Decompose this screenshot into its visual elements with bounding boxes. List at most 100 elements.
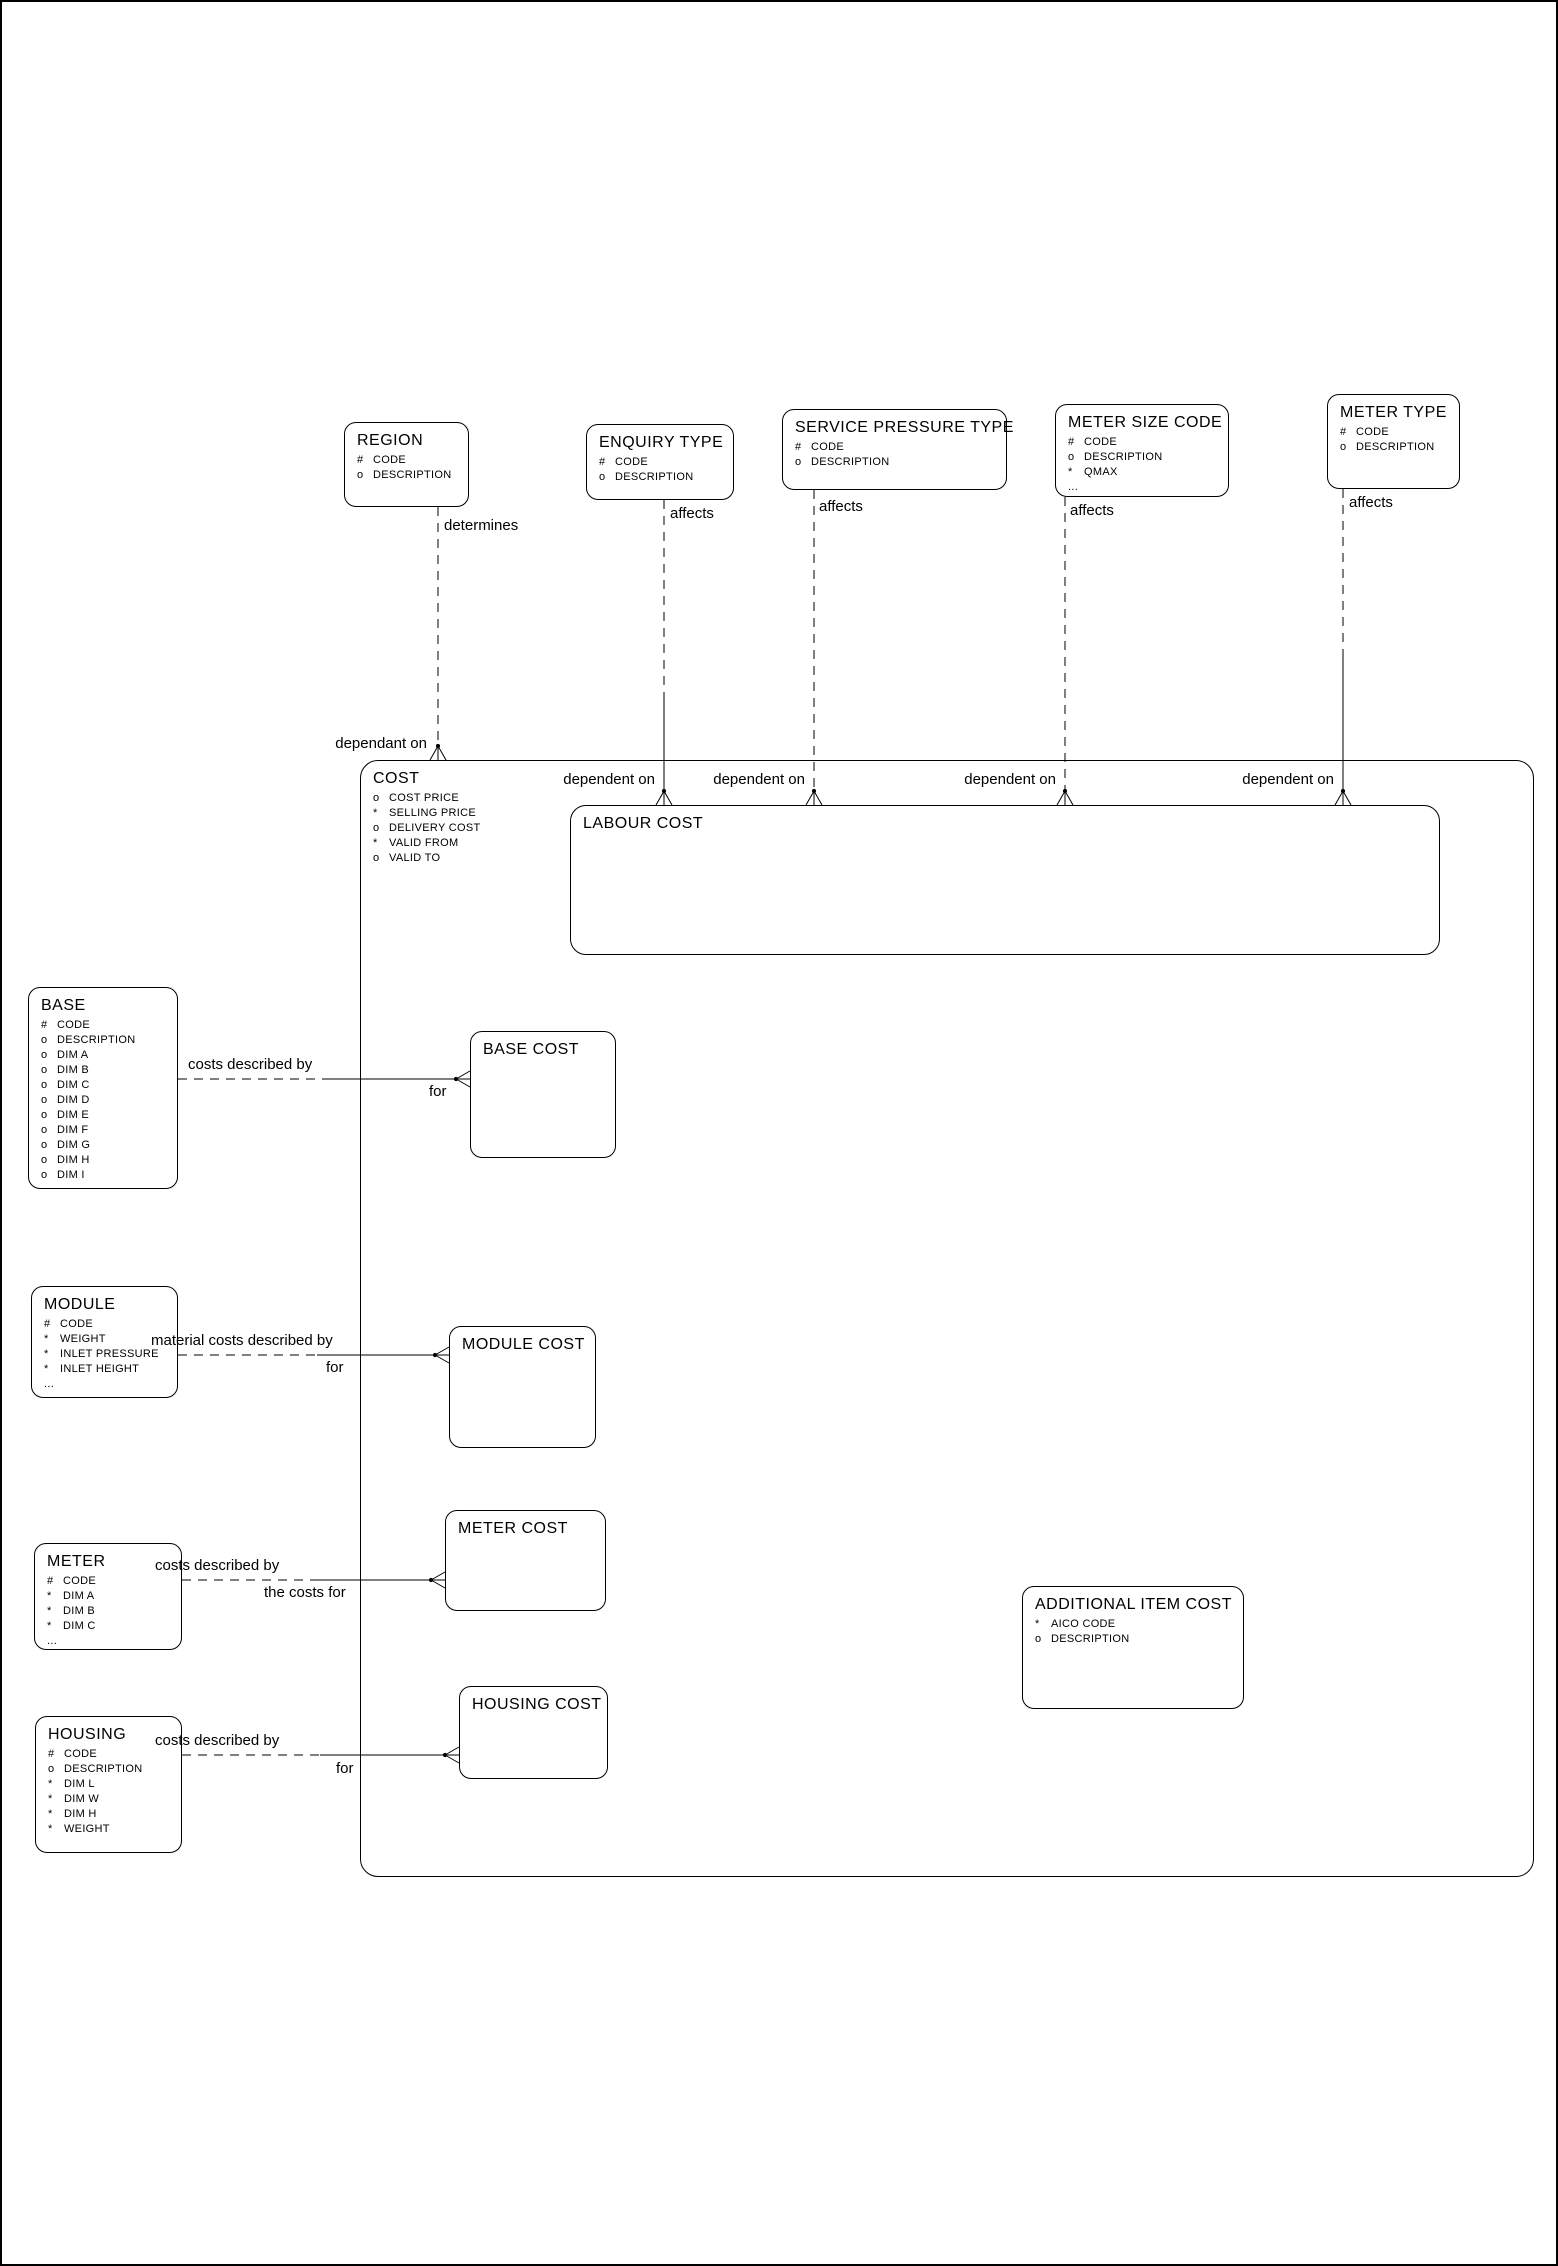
- connector-module-module-cost[interactable]: [178, 1346, 450, 1364]
- entity-attribute: #CODE: [1068, 436, 1117, 448]
- entity-title: REGION: [357, 432, 424, 449]
- entity-title: METER COST: [458, 1520, 568, 1537]
- entity-base-cost[interactable]: BASE COST: [470, 1031, 616, 1158]
- entity-meter-cost[interactable]: METER COST: [445, 1510, 606, 1611]
- entity-attribute: *DIM H: [48, 1808, 97, 1820]
- entity-title: ENQUIRY TYPE: [599, 434, 724, 451]
- label-dependent-on-meter-size-code: dependent on: [964, 771, 1056, 788]
- connector-base-base-cost[interactable]: [178, 1070, 471, 1088]
- label-affects-service-pressure-type: affects: [819, 498, 863, 515]
- entity-attribute: #CODE: [599, 456, 648, 468]
- label-the-costs-for-meter: the costs for: [264, 1584, 346, 1601]
- entity-labour-cost[interactable]: LABOUR COST: [570, 805, 1440, 955]
- entity-module[interactable]: MODULE #CODE*WEIGHT*INLET PRESSURE*INLET…: [31, 1286, 178, 1398]
- label-for-module: for: [326, 1359, 344, 1376]
- entity-attribute: *INLET HEIGHT: [44, 1363, 140, 1375]
- entity-attribute: #CODE: [47, 1575, 96, 1587]
- entity-attributes: #CODE*DIM A*DIM B*DIM C...: [47, 1574, 171, 1649]
- entity-title: LABOUR COST: [583, 815, 704, 832]
- entity-attribute: *WEIGHT: [44, 1333, 106, 1345]
- entity-title: MODULE: [44, 1296, 116, 1313]
- label-dependent-on-meter-type: dependent on: [1242, 771, 1334, 788]
- entity-title: MODULE COST: [462, 1336, 585, 1353]
- connector-service-pressure-type-labour-cost[interactable]: [805, 490, 823, 806]
- entity-title: METER SIZE CODE: [1068, 414, 1223, 431]
- label-affects-enquiry-type: affects: [670, 505, 714, 522]
- entity-title: BASE COST: [483, 1041, 580, 1058]
- entity-attribute: *DIM B: [47, 1605, 96, 1617]
- connector-housing-housing-cost[interactable]: [182, 1746, 460, 1764]
- entity-attribute: #CODE: [357, 454, 406, 466]
- connector-region-cost[interactable]: [429, 507, 447, 761]
- connector-meter-type-labour-cost[interactable]: [1334, 489, 1352, 806]
- connector-enquiry-type-labour-cost[interactable]: [655, 500, 673, 806]
- entity-attribute: ...: [47, 1635, 58, 1647]
- connector-meter-meter-cost[interactable]: [182, 1571, 446, 1589]
- label-dependant-on: dependant on: [335, 735, 427, 752]
- label-for-base: for: [429, 1083, 447, 1100]
- entity-attribute: *DIM L: [48, 1778, 95, 1790]
- entity-attributes: #CODE*WEIGHT*INLET PRESSURE*INLET HEIGHT…: [44, 1317, 167, 1392]
- entity-housing-cost[interactable]: HOUSING COST: [459, 1686, 608, 1779]
- label-material-costs-described-by-module: material costs described by: [151, 1332, 333, 1349]
- entity-attribute: *DIM W: [48, 1793, 100, 1805]
- label-costs-described-by-base: costs described by: [188, 1056, 313, 1073]
- entity-title: ADDITIONAL ITEM COST: [1035, 1596, 1232, 1613]
- entity-attribute: *WEIGHT: [48, 1823, 110, 1835]
- entity-title: HOUSING COST: [472, 1696, 602, 1713]
- entity-attribute: *INLET PRESSURE: [44, 1348, 159, 1360]
- entity-attribute: *DIM C: [47, 1620, 96, 1632]
- entity-title: COST: [373, 770, 420, 787]
- entity-title: METER TYPE: [1340, 404, 1447, 421]
- entity-attribute: *SELLING PRICE: [373, 807, 477, 819]
- connector-meter-size-code-labour-cost[interactable]: [1056, 497, 1074, 806]
- label-dependent-on-service-pressure-type: dependent on: [713, 771, 805, 788]
- entity-attribute: *VALID FROM: [373, 837, 459, 849]
- label-dependent-on-enquiry-type: dependent on: [563, 771, 655, 788]
- label-determines: determines: [444, 517, 519, 534]
- entity-title: METER: [47, 1553, 106, 1570]
- entity-module-cost[interactable]: MODULE COST: [449, 1326, 596, 1448]
- entity-attribute: #CODE: [48, 1748, 97, 1760]
- entity-meter[interactable]: METER #CODE*DIM A*DIM B*DIM C...: [34, 1543, 182, 1650]
- entity-title: HOUSING: [48, 1726, 127, 1743]
- entity-attribute: *AICO CODE: [1035, 1618, 1116, 1630]
- entity-attribute: #CODE: [1340, 426, 1389, 438]
- entity-title: BASE: [41, 997, 86, 1014]
- entity-attribute: ...: [1068, 481, 1079, 493]
- label-affects-meter-size-code: affects: [1070, 502, 1114, 519]
